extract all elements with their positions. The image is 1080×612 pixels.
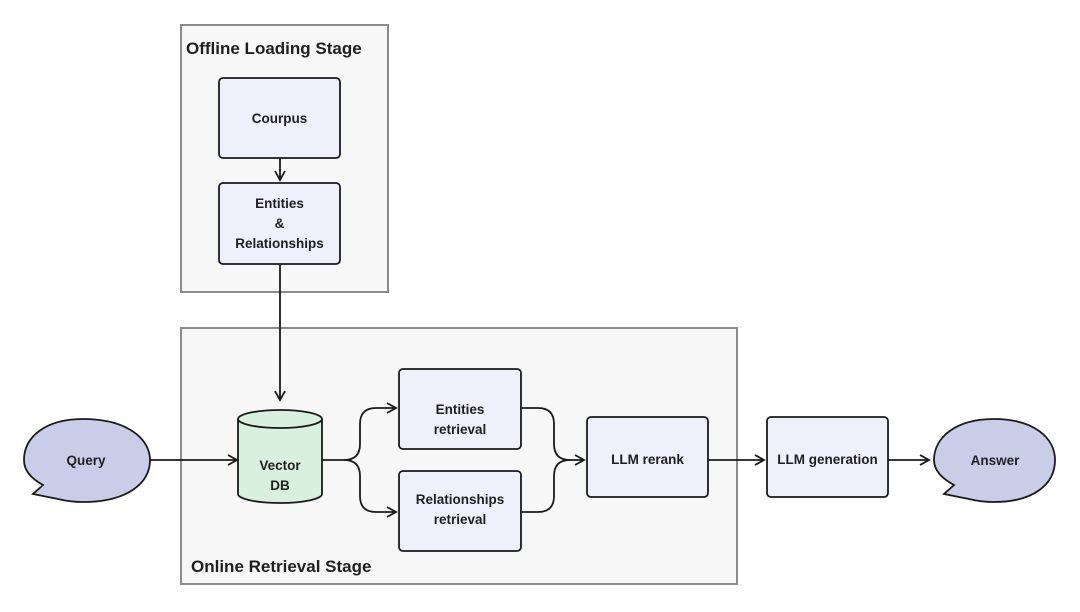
llm-rerank-label: LLM rerank [611, 452, 684, 467]
entities-relationships-label-line1: Entities [255, 196, 304, 211]
offline-stage-title: Offline Loading Stage [186, 39, 362, 58]
vector-db-label-line2: DB [270, 478, 290, 493]
query-label: Query [66, 453, 106, 468]
vector-db-node: Vector DB [237, 409, 323, 504]
relationships-retrieval-label-line1: Relationships [416, 492, 505, 507]
entities-relationships-node: Entities & Relationships [218, 182, 341, 265]
entities-retrieval-label-line2: retrieval [434, 422, 487, 437]
vector-db-top [237, 409, 323, 429]
query-node: Query [23, 418, 151, 503]
vectordb-to-relationships-retrieval-arrow [343, 459, 398, 518]
connectors [150, 158, 931, 518]
entities-relationships-label-line2: & [275, 216, 285, 231]
answer-node: Answer [933, 418, 1056, 503]
entities-relationships-box [218, 182, 341, 265]
relationships-retrieval-box [398, 470, 522, 552]
llm-rerank-box [586, 416, 709, 498]
vector-db-body [237, 419, 323, 504]
corpus-box [218, 77, 341, 159]
entities-retrieval-to-rerank-arrow [521, 407, 586, 466]
answer-bubble [933, 418, 1056, 503]
relationships-retrieval-node: Relationships retrieval [398, 470, 522, 552]
relationships-retrieval-to-rerank-arrow [521, 459, 571, 513]
vectordb-to-entities-retrieval-arrow [322, 402, 398, 461]
query-bubble [23, 418, 151, 503]
vector-db-label-line1: Vector [259, 458, 301, 473]
llm-generation-node: LLM generation [766, 416, 889, 498]
entities-retrieval-box [398, 368, 522, 450]
entities-relationships-label-line3: Relationships [235, 236, 324, 251]
answer-label: Answer [971, 453, 1021, 468]
llm-generation-label: LLM generation [777, 452, 878, 467]
entities-retrieval-label-line1: Entities [436, 402, 485, 417]
online-stage-title: Online Retrieval Stage [191, 557, 371, 576]
corpus-label: Courpus [252, 111, 308, 126]
llm-rerank-node: LLM rerank [586, 416, 709, 498]
corpus-node: Courpus [218, 77, 341, 159]
relationships-retrieval-label-line2: retrieval [434, 512, 487, 527]
entities-retrieval-node: Entities retrieval [398, 368, 522, 450]
llm-generation-box [766, 416, 889, 498]
